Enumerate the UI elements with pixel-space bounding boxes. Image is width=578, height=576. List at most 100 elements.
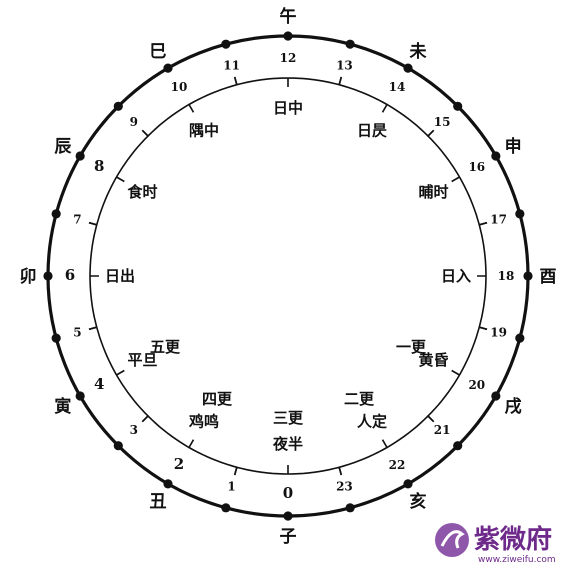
hour-dot [75,391,85,401]
branch-label: 卯 [20,267,37,287]
watermark-text: 紫微府 [474,524,552,555]
hour-number: 7 [73,213,81,227]
hour-dot [221,39,231,49]
branch-label: 子 [280,527,297,547]
hour-number: 2 [174,455,184,473]
hour-number: 12 [280,51,297,65]
period-brace [338,76,435,138]
hour-number: 21 [434,423,451,437]
period-label: 日昃 [357,122,387,140]
hour-dot [515,333,525,343]
period-brace [141,76,238,138]
branch-label: 申 [505,136,522,157]
period-brace [141,414,238,476]
hour-dot [75,151,85,161]
period-brace [88,221,99,331]
hour-number: 9 [130,115,138,129]
hour-number: 10 [171,80,188,94]
period-brace [426,326,488,423]
hour-dot [491,391,501,401]
hour-number: 13 [336,58,353,72]
period-label: 夜半 [272,435,303,453]
period-brace [233,76,343,87]
hour-dot [51,333,61,343]
hour-dot [163,479,173,489]
period-braces [88,76,488,476]
branch-label: 未 [409,41,427,62]
watch-label: 一更 [396,338,427,356]
hour-number: 11 [223,58,240,72]
watch-label: 三更 [273,409,304,427]
hour-number: 23 [336,480,353,494]
period-brace [88,129,150,226]
period-label: 黄昏 [418,351,448,369]
branch-label: 戌 [505,396,522,417]
hour-number: 22 [389,458,406,472]
hour-number: 1 [227,480,235,494]
hour-dot [453,441,463,451]
branch-label: 酉 [540,267,557,287]
period-label: 晡时 [418,183,448,201]
branch-label: 辰 [54,137,72,157]
hour-number: 18 [498,269,515,283]
period-label: 日中 [273,99,303,117]
hour-dot [491,151,501,161]
hour-number: 8 [94,157,104,175]
hour-dot [453,101,463,111]
period-label: 日出 [105,267,135,285]
hour-number: 5 [73,325,81,339]
watch-label: 五更 [150,338,181,356]
hour-dot [523,271,533,281]
period-label: 鸡鸣 [188,412,219,430]
hour-dots [43,31,533,521]
hour-dot [345,503,355,513]
hour-dot [113,101,123,111]
period-label: 日入 [441,267,471,285]
hour-dot [163,63,173,73]
period-brace [88,326,150,423]
branch-label: 丑 [150,492,167,512]
hour-dot [515,209,525,219]
hour-dot [283,31,293,41]
branch-label: 寅 [54,396,71,417]
period-brace [233,465,343,476]
hour-number: 14 [389,80,406,94]
watermark-emblem-icon [435,523,469,557]
hour-number: 15 [434,115,451,129]
hour-dot [221,503,231,513]
period-label: 人定 [357,412,387,430]
hour-dot [345,39,355,49]
hour-dot [43,271,53,281]
hour-number: 17 [490,213,507,227]
hour-number: 6 [65,266,75,284]
hour-number: 19 [490,325,507,339]
hour-dot [403,479,413,489]
watch-label: 二更 [344,390,375,408]
period-label: 食时 [127,183,157,201]
branch-label: 亥 [410,491,427,512]
hour-dot [403,63,413,73]
period-label: 隅中 [189,122,219,140]
period-brace [338,414,435,476]
hour-number: 4 [94,375,104,393]
hour-number: 20 [468,378,485,392]
period-brace [426,129,488,226]
watermark-logo: 紫微府 www.ziweifu.com [435,523,556,565]
hour-dot [113,441,123,451]
branch-label: 午 [280,6,297,27]
hour-dot [283,511,293,521]
hour-number: 0 [283,484,293,502]
period-brace [477,221,488,331]
watermark-url: www.ziweifu.com [478,555,556,565]
watch-label: 四更 [202,390,233,408]
branch-label: 巳 [150,42,167,62]
period-label: 平旦 [127,351,157,369]
hour-dot [51,209,61,219]
hour-number: 16 [468,160,485,174]
hour-number: 3 [130,423,138,437]
